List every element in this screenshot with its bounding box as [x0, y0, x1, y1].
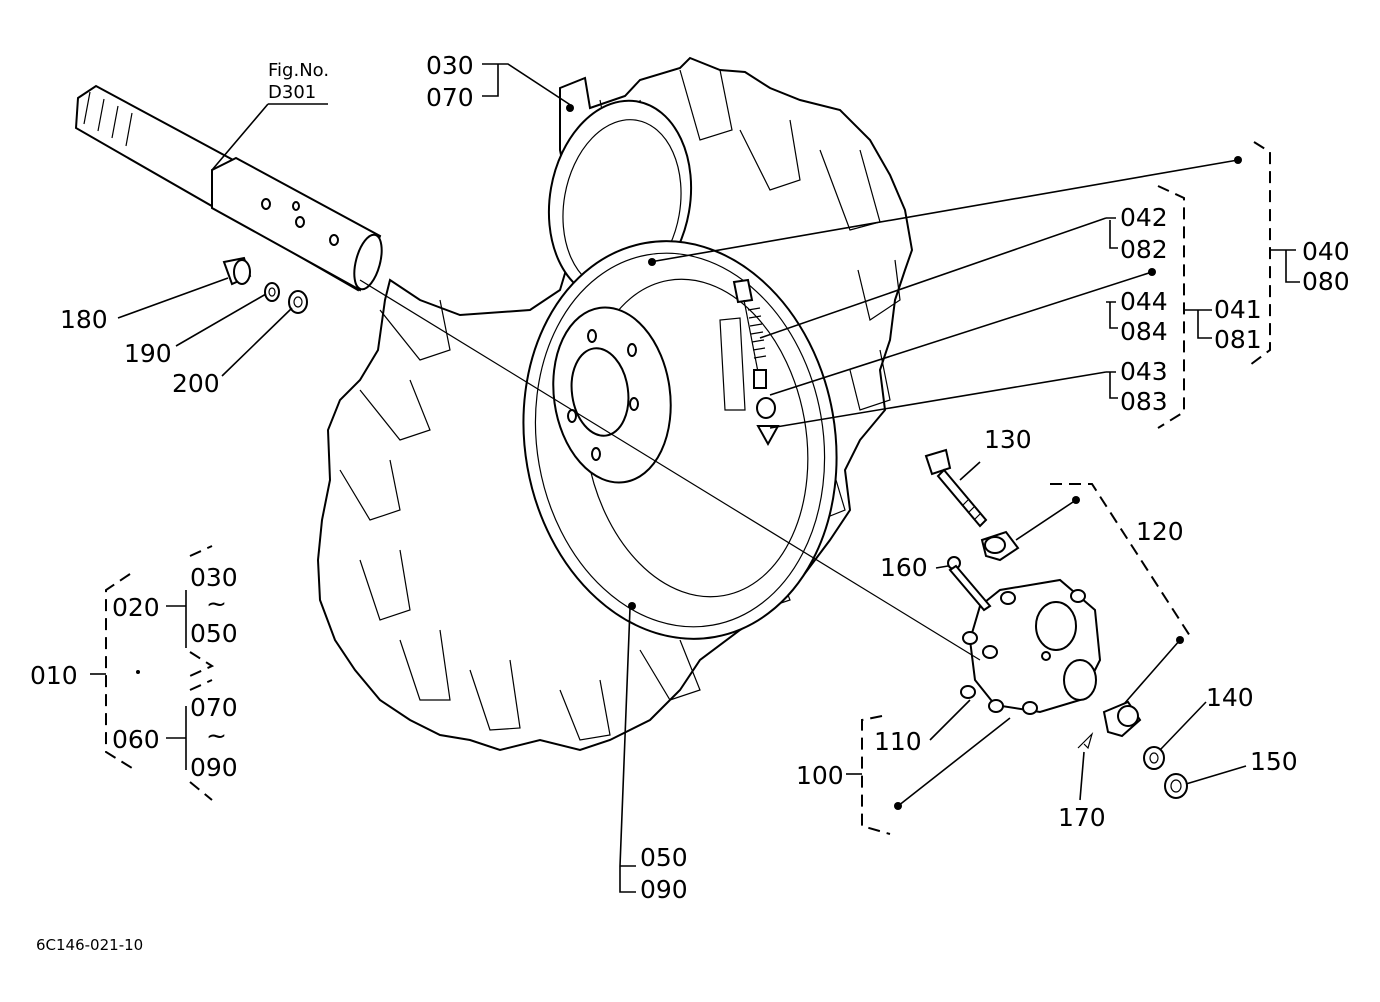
fig-no-number: D301	[268, 82, 316, 103]
wheel-hub-icon	[960, 578, 1102, 715]
fig-no-caption: Fig.No.	[268, 60, 329, 81]
label-043: 043	[1120, 357, 1168, 386]
label-160: 160	[880, 553, 928, 582]
label-140: 140	[1206, 683, 1254, 712]
washer-part-200	[288, 290, 308, 314]
label-090: 090	[640, 875, 688, 904]
nut-part-180	[222, 256, 252, 286]
label-041: 041	[1214, 295, 1262, 324]
leader-lines	[117, 63, 1247, 893]
collar-part-120-lower	[1102, 700, 1142, 738]
label-082: 082	[1120, 235, 1168, 264]
label-020: 020	[112, 593, 160, 622]
label-084: 084	[1120, 317, 1168, 346]
label-010: 010	[30, 661, 78, 690]
label-083: 083	[1120, 387, 1168, 416]
range-symbol-lower: ~	[206, 721, 227, 750]
spring-washer-part-140	[1143, 746, 1165, 770]
axle-shaft-icon	[74, 84, 383, 292]
label-150: 150	[1250, 747, 1298, 776]
label-180: 180	[60, 305, 108, 334]
label-080: 080	[1302, 267, 1350, 296]
tire-valve-icon	[732, 278, 780, 447]
label-081: 081	[1214, 325, 1262, 354]
label-030: 030	[426, 51, 474, 80]
range-symbol-upper: ~	[206, 589, 227, 618]
label-044: 044	[1120, 287, 1168, 316]
drawing-code: 6C146-021-10	[36, 936, 143, 954]
label-090-range: 090	[190, 753, 238, 782]
clip-part-170	[1077, 731, 1094, 750]
label-190: 190	[124, 339, 172, 368]
figure-reference: Fig.No. D301	[268, 60, 329, 103]
nut-part-150	[1164, 773, 1188, 799]
label-110: 110	[874, 727, 922, 756]
label-060: 060	[112, 725, 160, 754]
pin-part-160	[947, 556, 992, 612]
label-200: 200	[172, 369, 220, 398]
label-170: 170	[1058, 803, 1106, 832]
label-120: 120	[1136, 517, 1184, 546]
label-042: 042	[1120, 203, 1168, 232]
bolt-part-130	[924, 448, 988, 528]
label-030-range: 030	[190, 563, 238, 592]
spring-washer-part-190	[264, 282, 280, 302]
label-050: 050	[640, 843, 688, 872]
callout-labels: 030 070 040 080 042 082 044 084 041 081 …	[30, 51, 1350, 904]
leader-dots	[136, 104, 1242, 810]
label-130: 130	[984, 425, 1032, 454]
label-050-range: 050	[190, 619, 238, 648]
label-070-range: 070	[190, 693, 238, 722]
collar-part-120-upper	[980, 530, 1020, 562]
label-100: 100	[796, 761, 844, 790]
label-040: 040	[1302, 237, 1350, 266]
group-brackets	[90, 141, 1300, 835]
label-070: 070	[426, 83, 474, 112]
